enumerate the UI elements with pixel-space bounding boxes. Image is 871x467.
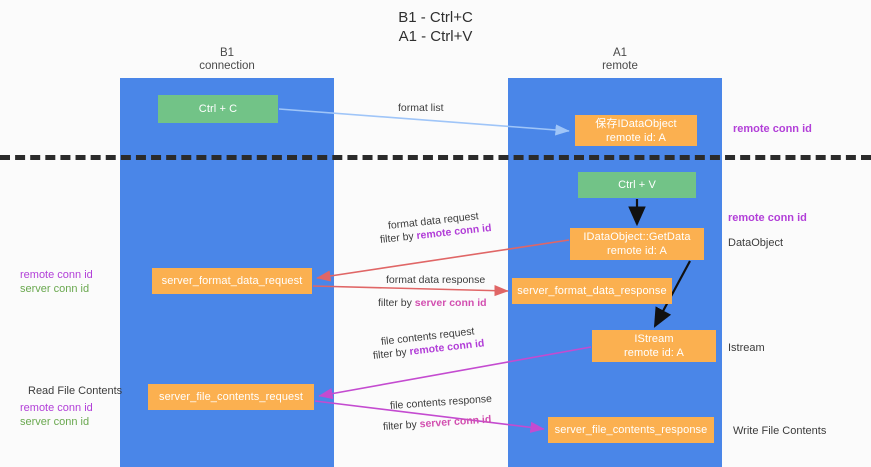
box-ctrl-v[interactable]: Ctrl + V — [578, 172, 696, 198]
annotation-left-mid: remote conn id server conn id — [20, 268, 118, 296]
annotation-read-file-contents: Read File Contents — [28, 385, 123, 397]
box-server-file-contents-request-label: server_file_contents_request — [158, 391, 304, 403]
box-idataobject-getdata-subtitle: remote id: A — [607, 245, 667, 257]
box-istream[interactable]: IStream remote id: A — [592, 330, 716, 362]
column-header-a1-sub: remote — [602, 60, 638, 72]
box-server-format-data-request-label: server_format_data_request — [161, 275, 303, 287]
box-server-format-data-request[interactable]: server_format_data_request — [152, 268, 312, 294]
annotation-write-file-contents: Write File Contents — [733, 425, 827, 437]
box-ctrl-c[interactable]: Ctrl + C — [158, 95, 278, 123]
annotation-left-bottom: remote conn id server conn id — [20, 401, 118, 429]
label-file-contents-response-filter: filter by server conn id — [383, 412, 492, 434]
box-ctrl-c-label: Ctrl + C — [198, 103, 238, 115]
column-header-a1: A1 remote — [540, 47, 700, 73]
box-server-format-data-response[interactable]: server_format_data_response — [512, 278, 672, 304]
column-header-b1-sub: connection — [199, 60, 255, 72]
box-istream-subtitle: remote id: A — [624, 347, 684, 359]
column-header-b1: B1 connection — [147, 47, 307, 73]
page-title: B1 - Ctrl+C A1 - Ctrl+V — [0, 8, 871, 46]
annotation-left-bottom-server: server conn id — [20, 416, 90, 428]
box-save-idataobject[interactable]: 保存IDataObject remote id: A — [575, 115, 697, 146]
title-line-2: A1 - Ctrl+V — [398, 28, 473, 45]
filter-prefix: filter by — [372, 345, 411, 362]
label-format-data-response-filter: filter by server conn id — [378, 296, 487, 310]
filter-key-server-conn-id: server conn id — [414, 297, 487, 309]
filter-prefix: filter by — [379, 230, 418, 246]
label-file-contents-response: file contents response — [389, 392, 493, 412]
box-server-file-contents-response[interactable]: server_file_contents_response — [548, 417, 714, 443]
box-server-format-data-response-label: server_format_data_response — [517, 285, 667, 297]
annotation-left-mid-server: server conn id — [20, 283, 90, 295]
filter-prefix: filter by — [382, 418, 421, 433]
annotation-remote-conn-id-mid: remote conn id — [728, 212, 807, 224]
box-idataobject-getdata-title: IDataObject::GetData — [583, 231, 691, 243]
box-save-idataobject-subtitle: remote id: A — [606, 131, 666, 144]
annotation-left-bottom-remote: remote conn id — [20, 402, 93, 414]
box-ctrl-v-label: Ctrl + V — [618, 179, 656, 191]
annotation-istream: Istream — [728, 342, 765, 354]
box-server-file-contents-response-label: server_file_contents_response — [554, 424, 708, 436]
annotation-dataobject: DataObject — [728, 237, 784, 249]
column-header-a1-name: A1 — [612, 47, 628, 59]
box-save-idataobject-title: 保存IDataObject — [595, 117, 677, 130]
label-format-data-response: format data response — [386, 274, 486, 286]
filter-prefix: filter by — [378, 297, 415, 309]
filter-key-server-conn-id: server conn id — [419, 413, 492, 431]
title-line-1: B1 - Ctrl+C — [398, 9, 473, 26]
column-header-b1-name: B1 — [219, 47, 235, 59]
annotation-remote-conn-id-top: remote conn id — [733, 123, 812, 135]
label-format-list: format list — [398, 102, 444, 114]
annotation-left-mid-remote: remote conn id — [20, 269, 93, 281]
section-divider — [0, 155, 871, 160]
box-server-file-contents-request[interactable]: server_file_contents_request — [148, 384, 314, 410]
box-idataobject-getdata[interactable]: IDataObject::GetData remote id: A — [570, 228, 704, 260]
box-istream-title: IStream — [634, 333, 674, 345]
